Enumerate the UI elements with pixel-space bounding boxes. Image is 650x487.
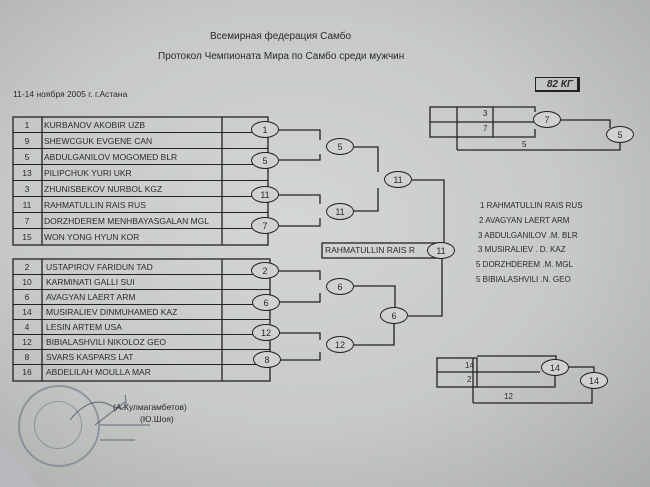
athlete-name: SHEWCGUK EVGENE CAN (44, 135, 153, 146)
match-winner-circle: 11 (326, 203, 354, 220)
athlete-name: WON YONG HYUN KOR (44, 231, 140, 242)
athlete-name: KARMINATI GALLI SUI (46, 276, 135, 287)
final-winner-name: RAHMATULLIN RAIS R (325, 245, 416, 255)
table-row: 6 AVAGYAN LAERT ARM (13, 289, 270, 305)
match-winner-circle: 11 (251, 186, 279, 203)
athlete-number: 6 (24, 291, 30, 302)
table-row: 3 ZHUNISBEKOV NURBOL KGZ (13, 181, 268, 197)
athlete-name: ZHUNISBEKOV NURBOL KGZ (44, 183, 163, 194)
pool-winner-circle: 6 (380, 307, 408, 324)
athlete-name: MUSIRALIEV DINMUHAMED KAZ (46, 306, 178, 317)
result-entry: 2 AVAGYAN LAERT ARM (479, 216, 570, 225)
official-stamp (18, 385, 100, 467)
result-entry: 3 ABDULGANILOV .M. BLR (478, 231, 578, 240)
athlete-name: BIBIALASHVILI NIKOLOZ GEO (46, 336, 166, 347)
athlete-name: AVAGYAN LAERT ARM (46, 291, 136, 302)
athlete-number: 8 (24, 351, 30, 362)
match-winner-circle: 5 (326, 138, 354, 155)
repechage-bye: 12 (504, 392, 513, 401)
protocol-title: Протокол Чемпионата Мира по Самбо среди … (158, 51, 405, 62)
athlete-number: 11 (22, 199, 32, 210)
table-row: 7 DORZHDEREM MENHBAYASGALAN MGL (13, 213, 268, 229)
signature-name-1: (А.Кулмагамбетов) (113, 402, 187, 412)
athlete-name: ABDELILAH MOULLA MAR (46, 366, 151, 377)
repechage-winner-circle: 14 (580, 372, 608, 389)
athlete-number: 5 (24, 151, 30, 162)
athlete-number: 1 (24, 119, 30, 130)
match-winner-circle: 2 (251, 262, 279, 279)
repechage-entry: 3 (483, 109, 488, 118)
table-row: 16 ABDELILAH MOULLA MAR (13, 364, 270, 379)
repechage-entry: 14 (465, 361, 474, 370)
athlete-number: 7 (24, 215, 30, 226)
result-entry: 5 DORZHDEREM .M. MGL (476, 260, 573, 269)
athlete-name: KURBANOV AKOBIR UZB (44, 119, 146, 130)
athlete-number: 16 (22, 366, 32, 377)
table-row: 1 KURBANOV AKOBIR UZB (13, 117, 268, 133)
athlete-number: 15 (22, 231, 32, 242)
repechage-winner-circle: 5 (606, 126, 634, 143)
table-row: 2 USTAPIROV FARIDUN TAD (13, 259, 270, 275)
table-row: 8 SVARS KASPARS LAT (13, 349, 270, 365)
athlete-number: 14 (22, 306, 32, 317)
table-row: 14 MUSIRALIEV DINMUHAMED KAZ (13, 304, 270, 320)
athlete-number: 3 (24, 183, 30, 194)
table-row: 11 RAHMATULLIN RAIS RUS (13, 197, 268, 213)
athlete-name: RAHMATULLIN RAIS RUS (44, 199, 146, 210)
table-row: 10 KARMINATI GALLI SUI (13, 274, 270, 290)
signature-name-2: (Ю.Шоя) (140, 414, 174, 424)
match-winner-circle: 12 (252, 324, 280, 341)
athlete-name: PILIPCHUK YURI UKR (44, 167, 132, 178)
athlete-name: LESIN ARTEM USA (46, 321, 122, 332)
result-entry: 1 RAHMATULLIN RAIS RUS (480, 201, 583, 210)
match-winner-circle: 5 (251, 152, 279, 169)
athlete-name: ABDULGANILOV MOGOMED BLR (44, 151, 178, 162)
athlete-name: SVARS KASPARS LAT (46, 351, 134, 362)
repechage-match-circle: 14 (541, 359, 569, 376)
athlete-number: 12 (22, 336, 32, 347)
result-entry: 3 MUSIRALIEV . D. KAZ (478, 245, 566, 254)
federation-title: Всемирная федерация Самбо (210, 31, 352, 42)
athlete-number: 2 (24, 261, 30, 272)
repechage-entry: 7 (483, 124, 488, 133)
final-winner-circle: 11 (427, 242, 455, 259)
table-row: 12 BIBIALASHVILI NIKOLOZ GEO (13, 334, 270, 350)
date-place: 11-14 ноября 2005 г. г.Астана (13, 89, 128, 99)
repechage-bye: 5 (522, 140, 527, 149)
repechage-match-circle: 7 (533, 111, 561, 128)
athlete-number: 4 (24, 321, 30, 332)
table-row: 4 LESIN ARTEM USA (13, 319, 270, 335)
pool-winner-circle: 11 (384, 171, 412, 188)
result-entry: 5 BIBIALASHVILI .N. GEO (476, 275, 571, 284)
athlete-number: 10 (22, 276, 32, 287)
athlete-number: 13 (22, 167, 32, 178)
match-winner-circle: 1 (251, 121, 279, 138)
match-winner-circle: 12 (326, 336, 354, 353)
match-winner-circle: 8 (253, 351, 281, 368)
athlete-name: DORZHDEREM MENHBAYASGALAN MGL (44, 215, 209, 226)
table-row: 5 ABDULGANILOV MOGOMED BLR (13, 149, 268, 165)
match-winner-circle: 6 (252, 294, 280, 311)
weight-class-box: 82 КГ (535, 77, 580, 92)
table-row: 15 WON YONG HYUN KOR (13, 229, 268, 244)
athlete-name: USTAPIROV FARIDUN TAD (46, 261, 153, 272)
table-row: 9 SHEWCGUK EVGENE CAN (13, 133, 268, 149)
match-winner-circle: 6 (326, 278, 354, 295)
match-winner-circle: 7 (251, 217, 279, 234)
repechage-entry: 2 (467, 375, 472, 384)
athlete-number: 9 (24, 135, 30, 146)
table-row: 13 PILIPCHUK YURI UKR (13, 165, 268, 181)
